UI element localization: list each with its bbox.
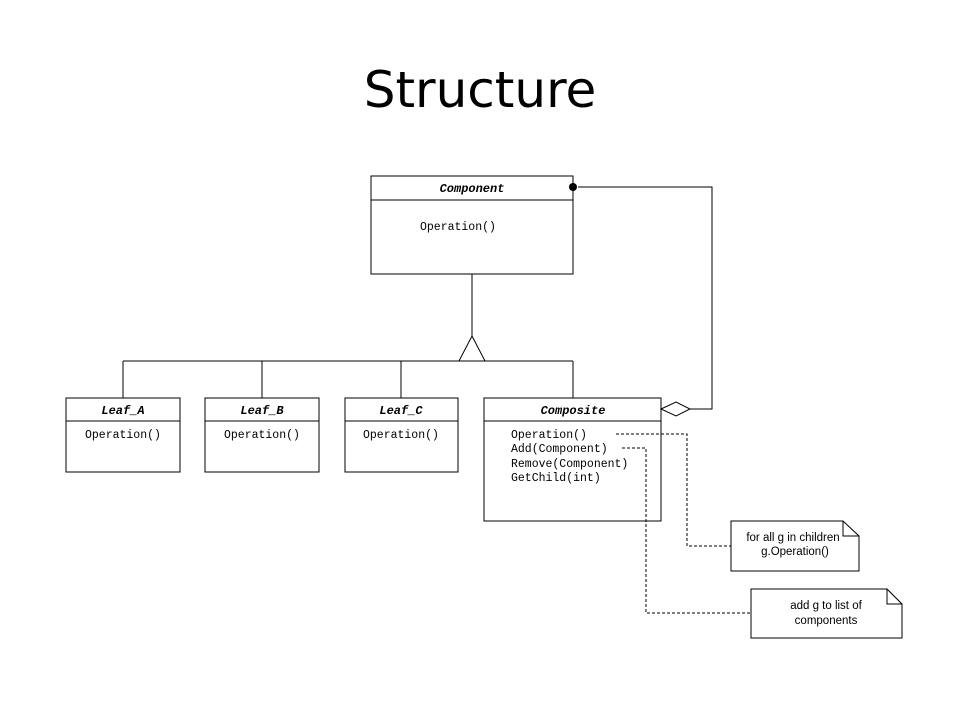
add-note-shape — [750, 588, 903, 639]
leaf-c-class-name: Leaf_C — [379, 404, 423, 418]
composite-remove-operation: Remove(Component) — [511, 458, 628, 471]
inheritance-connector — [122, 274, 574, 398]
leaf-b-class-box — [204, 397, 320, 473]
add-note-line-2: components — [795, 615, 858, 627]
leaf-a-class-name: Leaf_A — [101, 404, 144, 418]
composite-add-operation: Add(Component) — [511, 443, 608, 456]
add-note-line-1: add g to list of — [790, 600, 862, 612]
association-dot — [569, 183, 577, 191]
component-class-box — [370, 175, 574, 275]
note-connectors — [616, 433, 751, 614]
component-class: Component Operation() — [370, 175, 574, 275]
aggregation-connector — [569, 183, 713, 417]
slide-title: Structure — [363, 61, 597, 119]
composite-class-name: Composite — [541, 404, 606, 418]
operation-note: for all g in children g.Operation() — [730, 520, 860, 572]
leaf-a-class-box — [65, 397, 181, 473]
composite-getchild-operation: GetChild(int) — [511, 472, 601, 485]
add-note: add g to list of components — [750, 588, 903, 639]
aggregation-diamond — [659, 401, 692, 417]
leaf-b-class: Leaf_B Operation() — [204, 397, 320, 473]
leaf-c-class-box — [344, 397, 459, 473]
operation-note-line-2: g.Operation() — [761, 546, 829, 558]
leaf-c-operation: Operation() — [363, 429, 439, 442]
leaf-b-class-name: Leaf_B — [240, 404, 284, 418]
operation-note-line-1: for all g in children — [746, 532, 839, 544]
component-class-name: Component — [440, 182, 505, 196]
leaf-b-operation: Operation() — [224, 429, 300, 442]
leaf-a-class: Leaf_A Operation() — [65, 397, 181, 473]
operation-note-shape — [730, 520, 860, 572]
component-operation: Operation() — [420, 221, 496, 234]
composite-class-box — [483, 397, 662, 522]
leaf-a-operation: Operation() — [85, 429, 161, 442]
inheritance-triangle — [458, 334, 486, 362]
leaf-c-class: Leaf_C Operation() — [344, 397, 459, 473]
composite-operation: Operation() — [511, 429, 587, 442]
composite-class: Composite Operation() Add(Component) Rem… — [483, 397, 662, 522]
